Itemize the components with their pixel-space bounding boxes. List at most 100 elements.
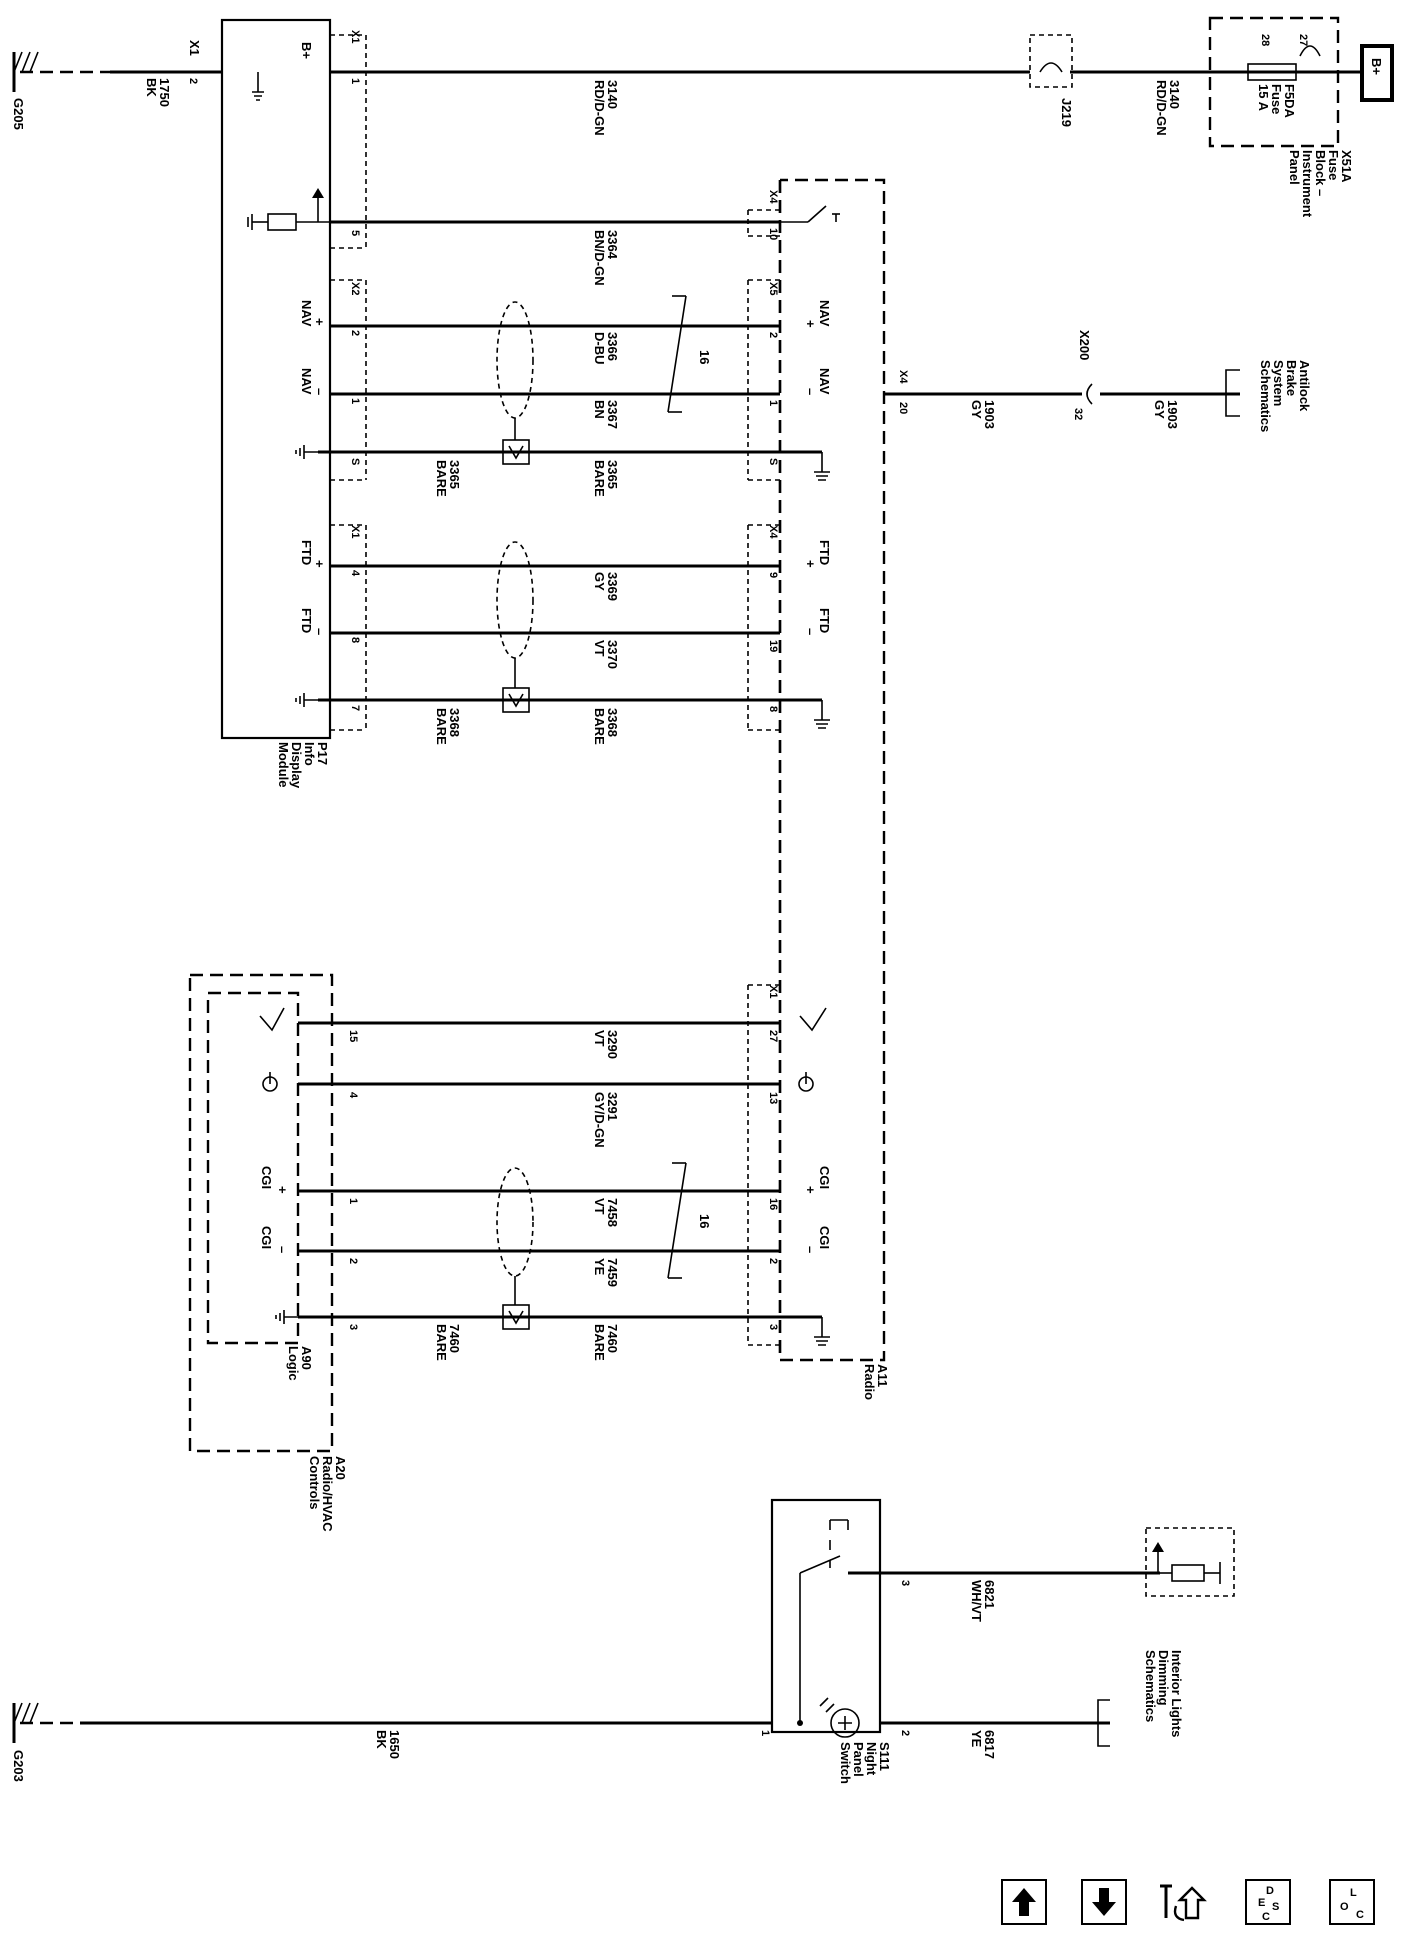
wire-7459-color: YE (592, 1258, 607, 1276)
p17-ftd-minus: – (312, 628, 327, 635)
radio-hvac-labels: A20 Radio/HVAC Controls A90 Logic 15 4 C… (259, 1030, 359, 1532)
interior-lights-ref: Interior Lights Dimming Schematics (1097, 1650, 1184, 1747)
a11-pin-s: S (767, 458, 779, 465)
interior-label-2: Dimming (1156, 1650, 1171, 1706)
interior-label-3: Schematics (1143, 1650, 1158, 1722)
fuse-block: 28 27 F5DA Fuse 15 A X51A Fuse Block – I… (1208, 16, 1362, 218)
a11-x4c: X4 (767, 525, 779, 539)
wire-3368-num-r: 3368 (605, 708, 620, 737)
wire-1650-color: BK (374, 1730, 389, 1749)
a20-label-1: A20 (333, 1456, 348, 1480)
x51a-label-4: Instrument (1300, 150, 1315, 218)
a11-pin-9: 9 (767, 572, 779, 578)
wires (20, 70, 1362, 1725)
wire-3290-color: VT (592, 1030, 607, 1047)
p17-nav-plus-name: NAV (299, 300, 314, 327)
a11-nav-plus: + (803, 320, 818, 328)
wire-3368-num-l: 3368 (447, 708, 462, 737)
a20-pin-3: 3 (347, 1324, 359, 1330)
wire-3290-num: 3290 (605, 1030, 620, 1059)
a20-cgi-plus: + (275, 1186, 290, 1194)
j219-splice: J219 (1029, 34, 1074, 127)
a11-pin-16: 16 (767, 1198, 779, 1210)
page-up-button[interactable] (1001, 1879, 1047, 1925)
radio-labels: A11 Radio X4 10 X5 NAV + 2 NAV – 1 S X4 … (767, 190, 909, 1400)
wire-3365-num-l: 3365 (447, 460, 462, 489)
a11-label-2: Radio (862, 1364, 877, 1400)
description-button[interactable]: D E S C (1245, 1879, 1291, 1925)
p17-pin-4: 4 (349, 570, 361, 577)
arrow-down-icon (1092, 1888, 1116, 1916)
page-down-button[interactable] (1081, 1879, 1127, 1925)
wire-7460-color-l: BARE (434, 1324, 449, 1361)
desc-letter-3: S (1272, 1901, 1279, 1913)
wire-7460-num-r: 7460 (605, 1324, 620, 1353)
night-panel-switch: 3 2 1 S111 Night Panel Switch (759, 1498, 911, 1784)
wire-3369-color: GY (592, 572, 607, 591)
battery-source: B+ (1360, 44, 1394, 102)
interior-label-1: Interior Lights (1169, 1650, 1184, 1737)
location-button[interactable]: L O C (1329, 1879, 1375, 1925)
a11-x1: X1 (767, 985, 779, 998)
a11-pin-27: 27 (767, 1030, 779, 1042)
wire-3366-color: D-BU (592, 332, 607, 365)
wire-6817-num: 6817 (982, 1730, 997, 1759)
fuse-label-2: Fuse (1269, 84, 1284, 114)
a11-pin-13: 13 (767, 1092, 779, 1104)
p17-label-2: Info (302, 742, 317, 766)
dimming-source (1145, 1527, 1235, 1597)
wire-3365-num-r: 3365 (605, 460, 620, 489)
twisted-pair-cgi: 16 (496, 1162, 712, 1330)
wire-3140-num-a: 3140 (605, 80, 620, 109)
a11-pin-1: 1 (767, 400, 779, 406)
a11-cgi-plus: + (803, 1186, 818, 1194)
a11-pin-8: 8 (767, 706, 779, 712)
antilock-label-1: Antilock (1297, 360, 1312, 412)
a11-ftd-minus-name: FTD (817, 608, 832, 633)
p17-label-3: Display (289, 742, 304, 789)
loc-letter-1: L (1350, 1887, 1357, 1899)
twisted-pair-nav: 16 (496, 295, 712, 465)
a20-cgi-minus-name: CGI (259, 1226, 274, 1249)
info-display-module (220, 18, 367, 740)
s111-pin-1: 1 (759, 1730, 771, 1736)
a11-pin-2b: 2 (767, 1258, 779, 1264)
a11-ftd-plus: + (803, 560, 818, 568)
wire-1903-num-b: 1903 (1165, 400, 1180, 429)
s111-pin-2: 2 (899, 1730, 911, 1736)
s111-label-4: Switch (838, 1742, 853, 1784)
fuse-label-1: F5DA (1282, 84, 1297, 119)
a11-x4b: X4 (897, 370, 909, 384)
g205-pin: 2 (187, 78, 199, 84)
fuse-pin-27: 27 (1297, 34, 1309, 46)
connector-view-button[interactable] (1160, 1884, 1207, 1922)
twisted-pair-ftd (496, 541, 534, 713)
p17-pin-7: 7 (349, 705, 361, 711)
wire-7458-num: 7458 (605, 1198, 620, 1227)
a20-cgi-plus-name: CGI (259, 1166, 274, 1189)
a20-pin-1: 1 (347, 1198, 359, 1204)
g205-label: G205 (11, 98, 26, 130)
a11-pin-2: 2 (767, 332, 779, 338)
p17-labels: P17 Info Display Module B+ X1 1 5 X2 NAV… (276, 30, 361, 789)
p17-x1-bot: X1 (349, 525, 361, 538)
p17-x2: X2 (349, 282, 361, 295)
p17-ftd-plus: + (312, 560, 327, 568)
a11-pin-3: 3 (767, 1324, 779, 1330)
x200-pin-32: 32 (1072, 408, 1084, 420)
antilock-ref: Antilock Brake System Schematics (1225, 360, 1312, 432)
wire-3370-color: VT (592, 640, 607, 657)
g205-ground: G205 X1 2 1750 BK (11, 40, 202, 130)
p17-pin-8: 8 (349, 637, 361, 643)
wire-3367-num: 3367 (605, 400, 620, 429)
x51a-label-2: Fuse (1326, 150, 1341, 180)
p17-bplus: B+ (299, 42, 314, 59)
a11-ftd-plus-name: FTD (817, 540, 832, 565)
wire-3369-num: 3369 (605, 572, 620, 601)
battery-label: B+ (1369, 58, 1384, 75)
p17-ftd-minus-name: FTD (299, 608, 314, 633)
wire-3365-color-l: BARE (434, 460, 449, 497)
wire-3140-num-b: 3140 (1167, 80, 1182, 109)
wire-1903-color-a: GY (969, 400, 984, 419)
